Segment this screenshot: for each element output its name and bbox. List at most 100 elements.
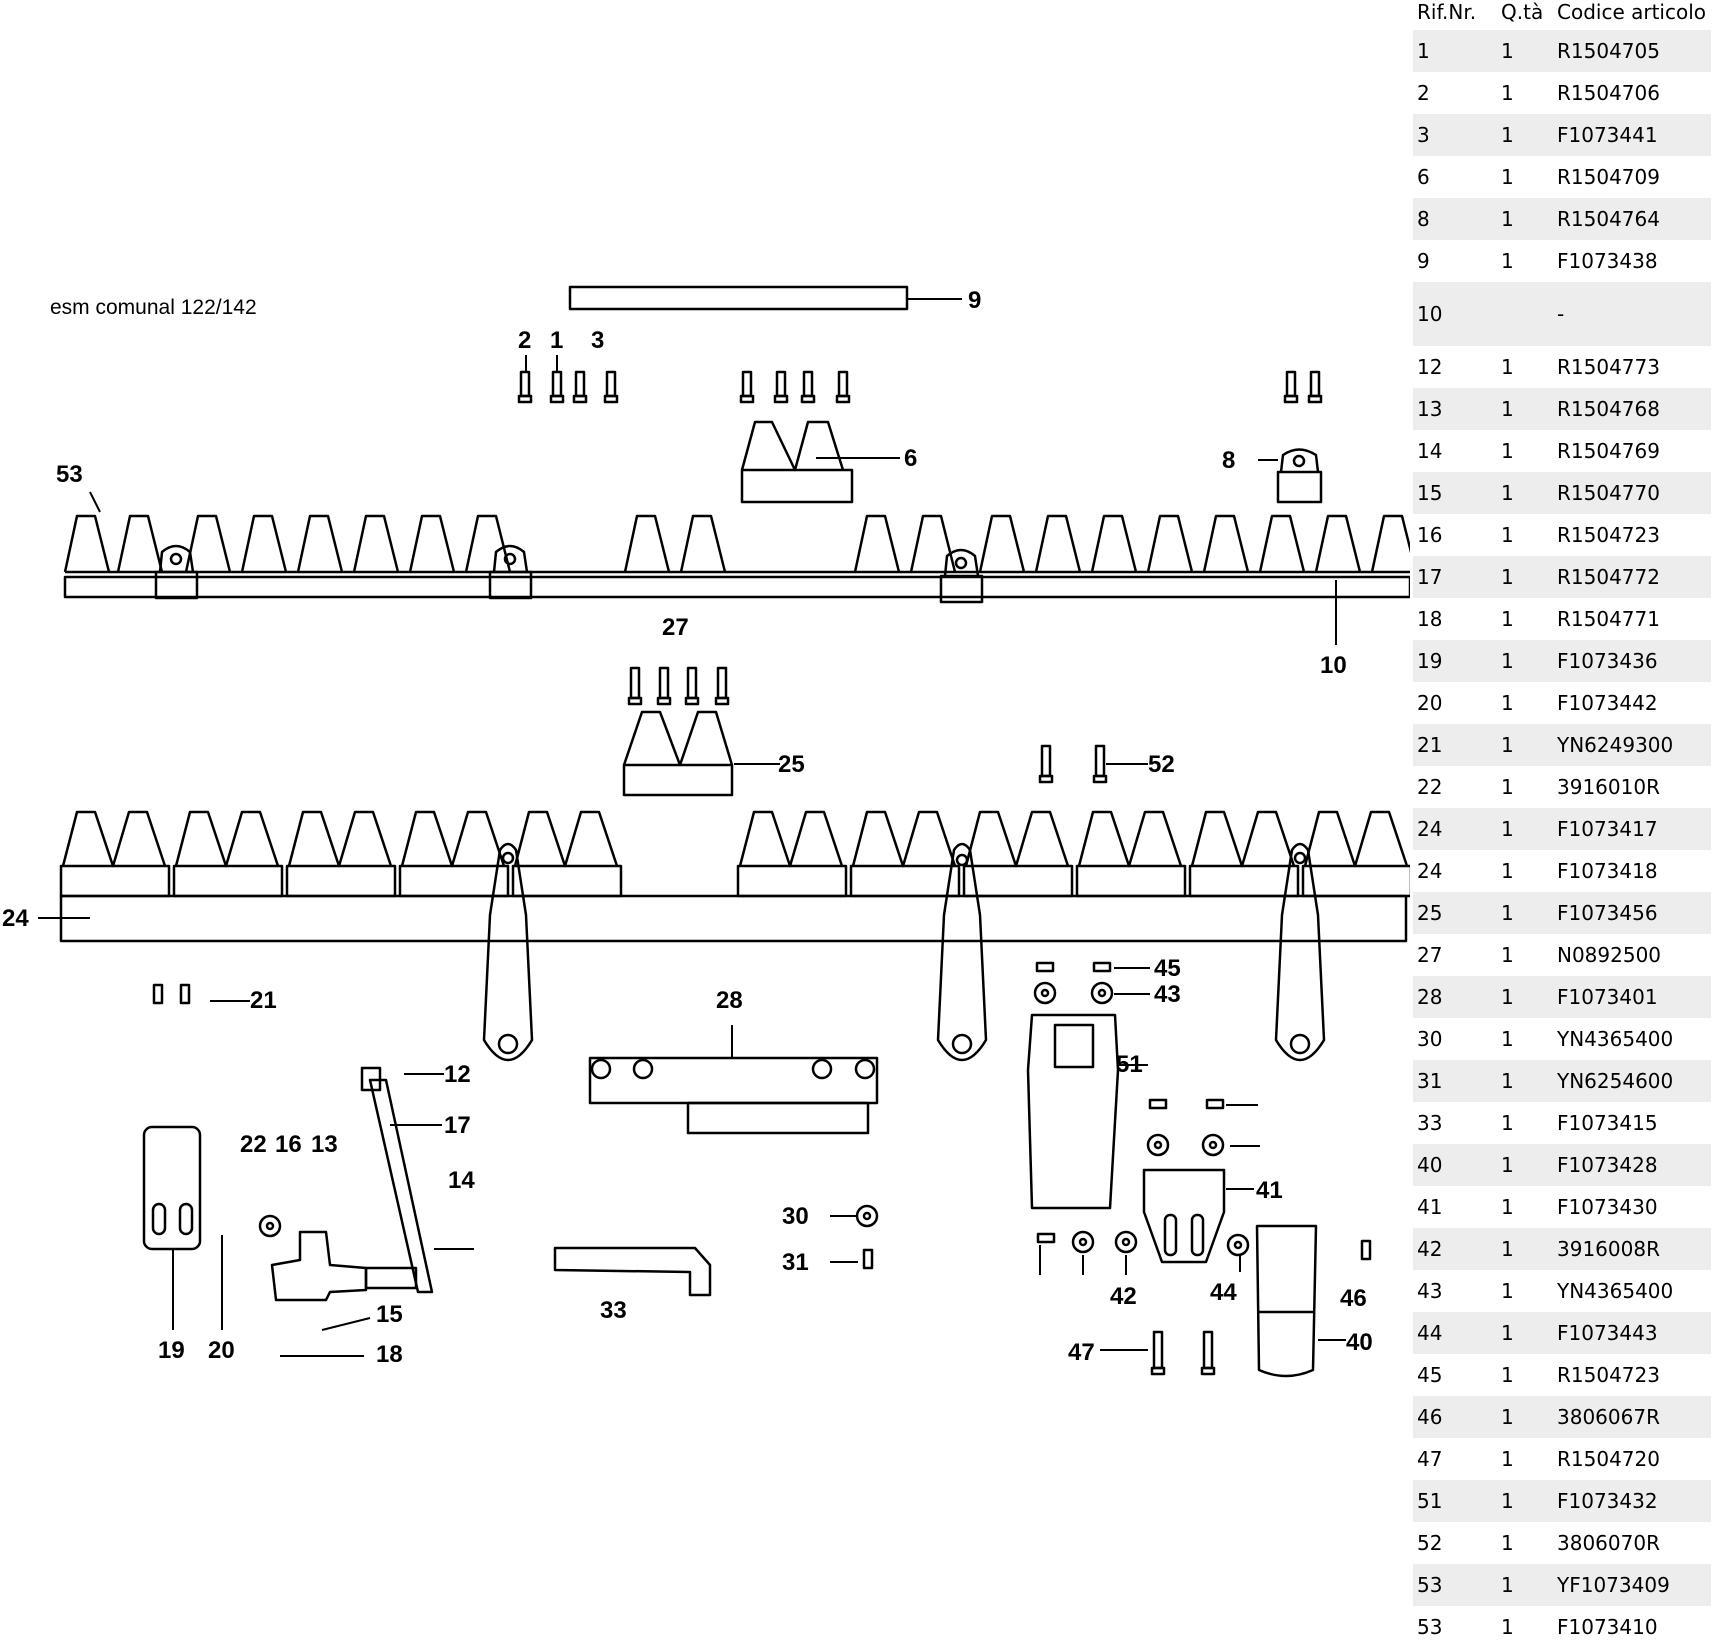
cell-code: R1504723 — [1557, 523, 1660, 547]
cell-ref: 42 — [1413, 1228, 1497, 1270]
cell-qty: 1 — [1501, 439, 1514, 463]
bolt-head — [1283, 394, 1299, 404]
bolt-head — [572, 394, 588, 404]
nut — [1035, 961, 1055, 973]
callout-label: 22 — [240, 1131, 267, 1158]
callout-label: 25 — [778, 751, 805, 778]
cell-code: R1504772 — [1553, 556, 1711, 598]
cell-qty: 1 — [1501, 1279, 1514, 1303]
guard-block — [172, 864, 284, 898]
callout-label: 15 — [376, 1301, 403, 1328]
guard-block — [1301, 864, 1410, 898]
cell-ref: 16 — [1417, 523, 1443, 547]
leader-line — [321, 1317, 371, 1331]
guard-tooth-pair — [1303, 810, 1409, 868]
upper-knife-tooth — [1370, 514, 1410, 573]
callout-label: 9 — [968, 287, 981, 314]
cell-code: R1504769 — [1557, 439, 1660, 463]
bolt — [629, 666, 641, 700]
bolt — [741, 370, 753, 398]
callout-label: 17 — [444, 1112, 471, 1139]
upper-knife-tooth — [63, 514, 111, 573]
callout-label: 51 — [1116, 1051, 1143, 1078]
cell-ref: 53 — [1417, 1615, 1443, 1639]
callout-label: 6 — [904, 445, 917, 472]
washer-hole — [265, 1221, 275, 1231]
cell-ref: 13 — [1413, 388, 1497, 430]
finger-hole — [951, 1033, 973, 1055]
nut — [1205, 1098, 1225, 1110]
cell-ref: 15 — [1413, 472, 1497, 514]
cell-qty: 1 — [1497, 1228, 1553, 1270]
callout-label: 12 — [444, 1061, 471, 1088]
upper-knife-tooth — [1090, 514, 1138, 573]
washer — [1090, 981, 1114, 1005]
bolt — [1202, 1330, 1214, 1370]
cell-code: 3916008R — [1553, 1228, 1711, 1270]
cell-qty: 1 — [1497, 1564, 1553, 1606]
cell-qty: 1 — [1497, 1312, 1553, 1354]
bolt-head — [656, 696, 672, 706]
bar-part-33 — [553, 1246, 712, 1297]
callout-label: 16 — [275, 1131, 302, 1158]
cell-ref: 46 — [1413, 1396, 1497, 1438]
washer — [1033, 981, 1057, 1005]
bolt-head — [517, 394, 533, 404]
callout-label: 47 — [1068, 1339, 1095, 1366]
small-bolt — [862, 1248, 874, 1270]
parts-table-row: 10- — [1413, 282, 1711, 346]
guard-tooth-pair — [1190, 810, 1296, 868]
cell-code: F1073441 — [1553, 114, 1711, 156]
finger-guard — [936, 842, 988, 1062]
bracket-part-40 — [1255, 1224, 1318, 1378]
guard-block — [1188, 864, 1300, 898]
finger-guard — [482, 842, 534, 1062]
small-bolt — [179, 983, 191, 1005]
cell-ref: 44 — [1413, 1312, 1497, 1354]
upper-knife-tooth — [1034, 514, 1082, 573]
nut — [1036, 1232, 1056, 1244]
cell-ref: 41 — [1417, 1195, 1443, 1219]
cell-ref: 1 — [1413, 30, 1497, 72]
upper-knife-tooth — [978, 514, 1026, 573]
guard-tooth-pair — [513, 810, 619, 868]
cell-code: F1073415 — [1557, 1111, 1658, 1135]
cell-code: F1073436 — [1553, 640, 1711, 682]
cell-ref: 47 — [1417, 1447, 1443, 1471]
cell-qty: 1 — [1497, 1060, 1553, 1102]
guard-tooth-pair — [61, 810, 167, 868]
callout-label: 28 — [716, 987, 743, 1014]
cell-qty: 1 — [1497, 808, 1553, 850]
small-bolt — [1360, 1239, 1372, 1261]
bolt — [1040, 744, 1052, 778]
flat-bar-part-9 — [568, 285, 909, 311]
bolt-head — [1038, 774, 1054, 784]
cell-code: YN6254600 — [1553, 1060, 1711, 1102]
upper-knife-tooth — [623, 514, 671, 573]
callout-label: 40 — [1346, 1329, 1373, 1356]
cell-qty: 1 — [1501, 1195, 1514, 1219]
callout-label: 45 — [1154, 955, 1181, 982]
callout-label: 3 — [591, 327, 604, 354]
cell-ref: 12 — [1417, 355, 1443, 379]
guard-tooth-pair — [738, 810, 844, 868]
upper-knife-tooth — [909, 514, 957, 573]
washer — [855, 1204, 879, 1228]
knife-section-part-6 — [740, 420, 854, 504]
washer-hole — [1233, 1240, 1243, 1250]
washer — [1201, 1133, 1225, 1157]
cell-ref: 40 — [1413, 1144, 1497, 1186]
cell-qty: 1 — [1497, 472, 1553, 514]
bolt-head — [603, 394, 619, 404]
guard-block — [849, 864, 961, 898]
